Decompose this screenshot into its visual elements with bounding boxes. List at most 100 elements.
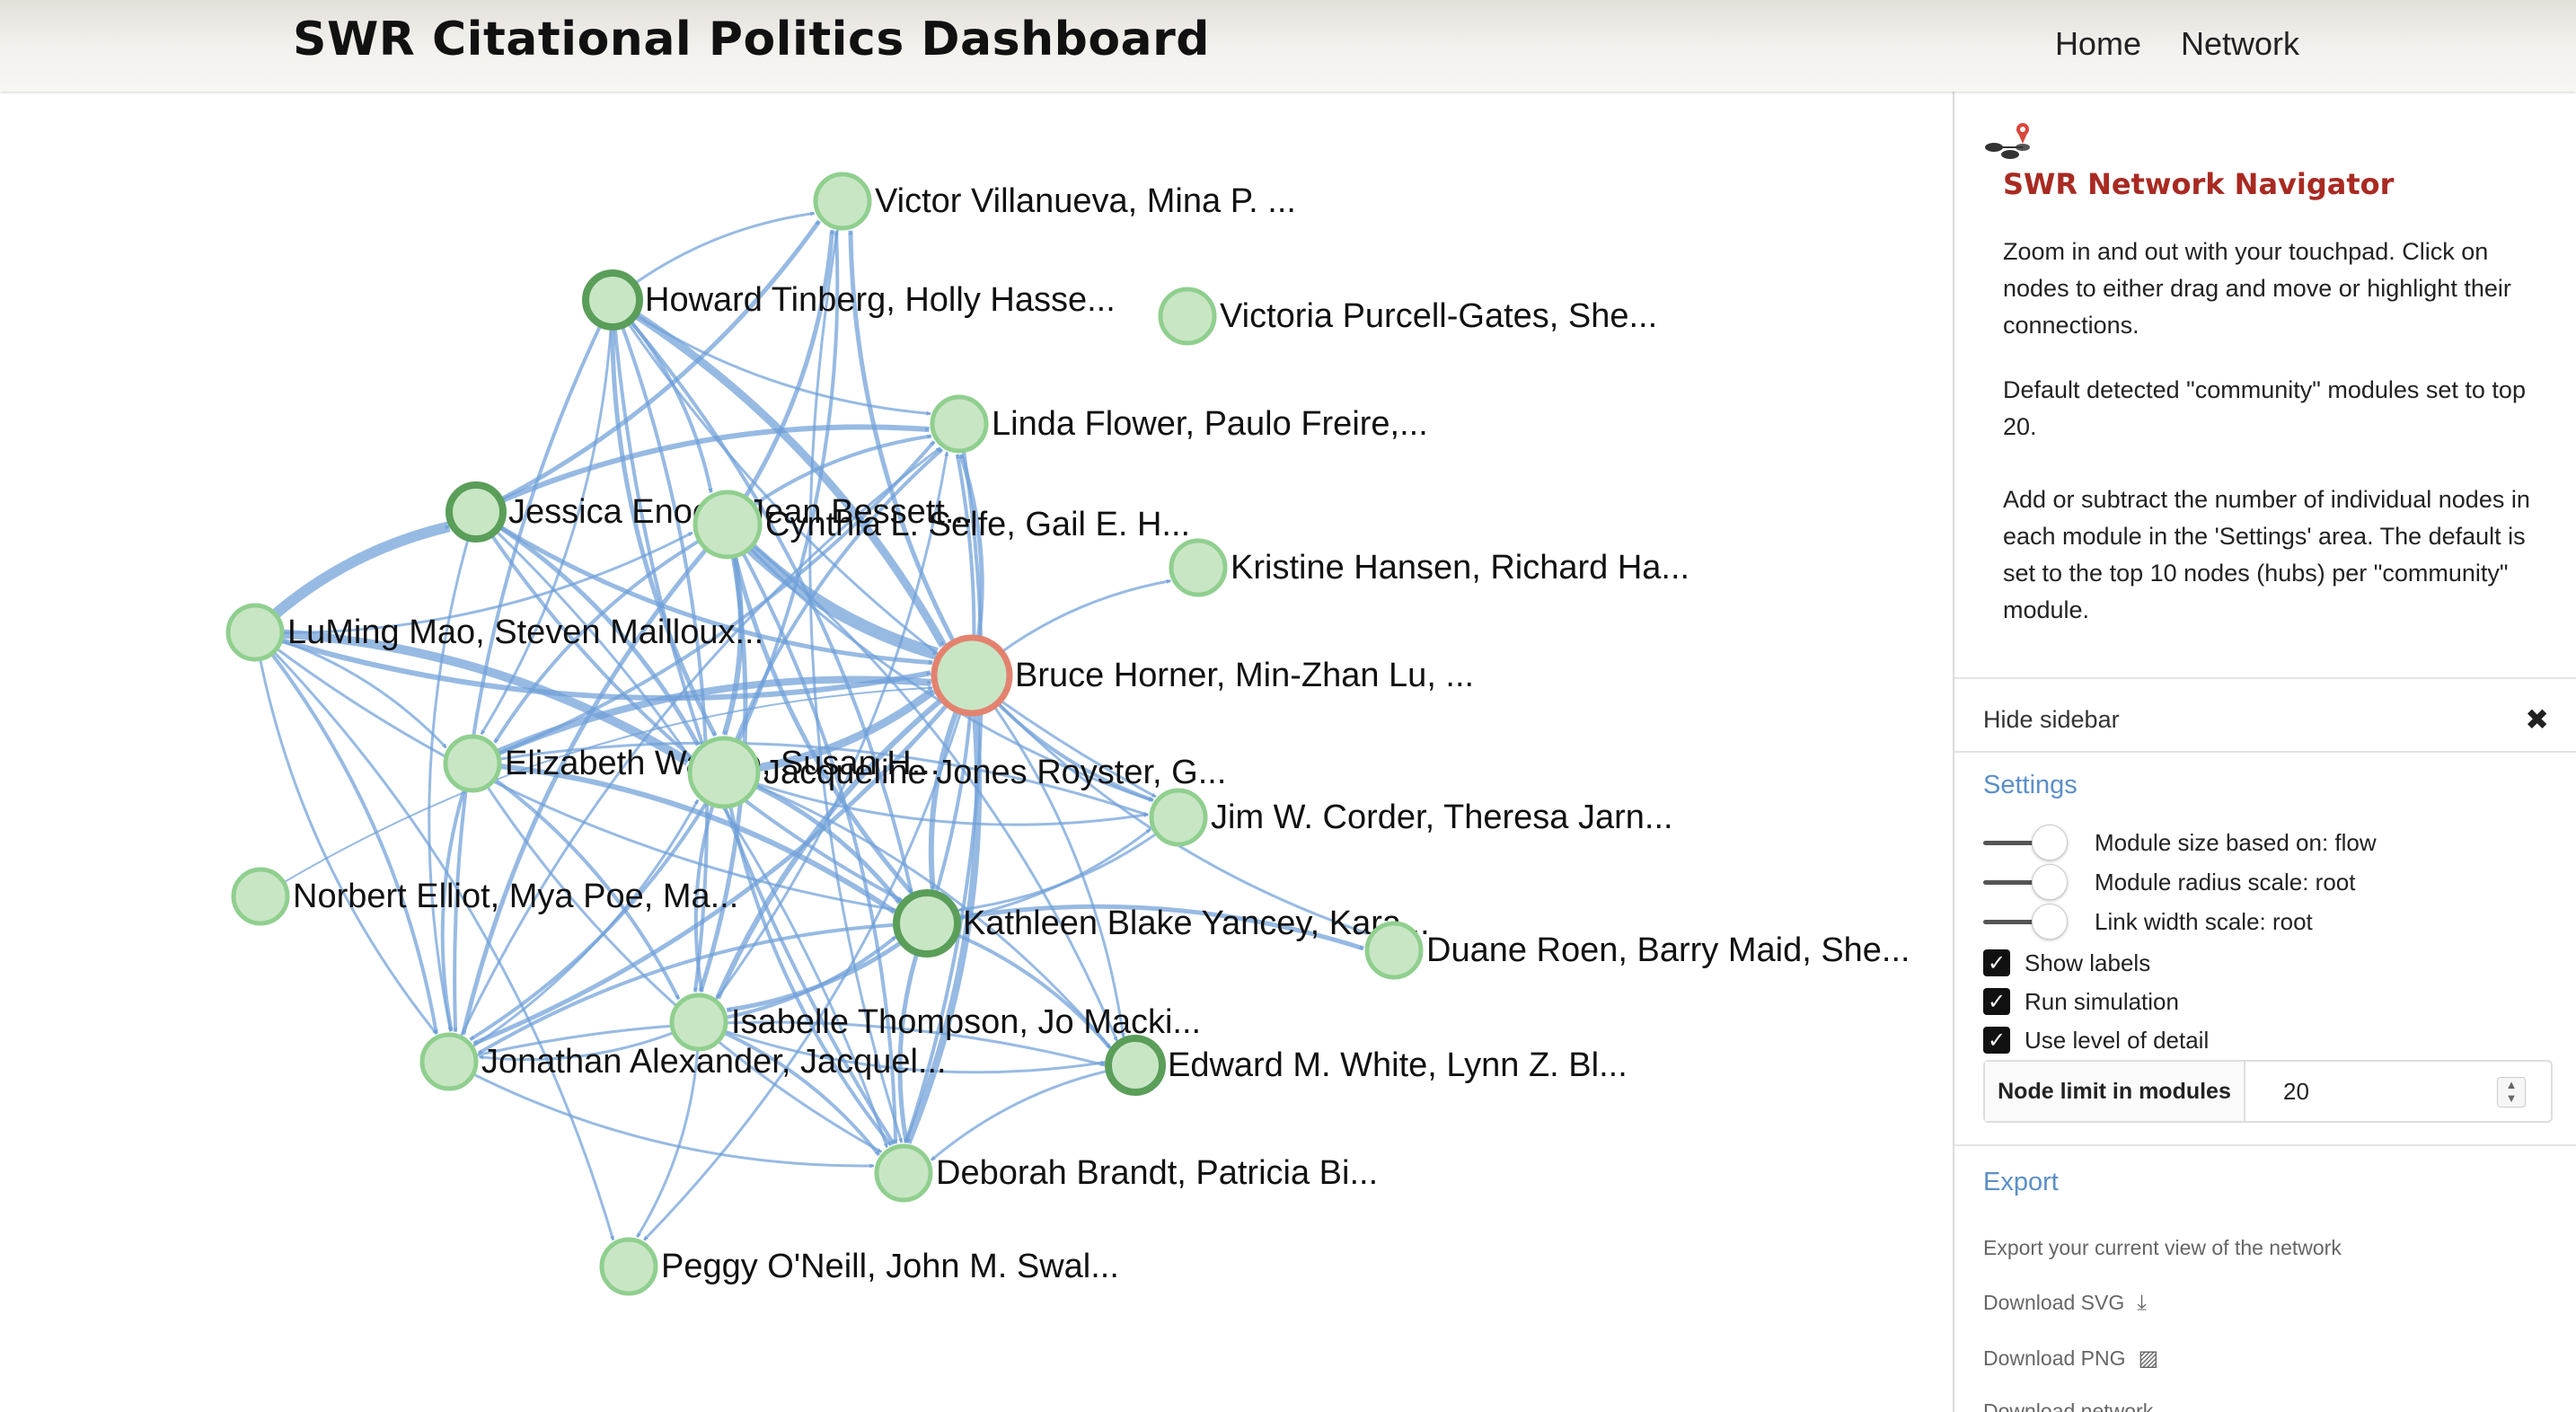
node-circle[interactable] bbox=[693, 490, 763, 560]
module-radius-slider[interactable] bbox=[1983, 864, 2071, 900]
node-selfe[interactable]: Cynthia L. Selfe, Gail E. H... bbox=[693, 490, 1190, 560]
node-horner[interactable]: Bruce Horner, Min-Zhan Lu, ... bbox=[931, 634, 1474, 717]
link-selfe-brandt bbox=[726, 524, 898, 1144]
node-roen[interactable]: Duane Roen, Barry Maid, She... bbox=[1364, 921, 1910, 980]
node-elliot[interactable]: Norbert Elliot, Mya Poe, Ma... bbox=[231, 867, 738, 926]
node-circle[interactable] bbox=[419, 1032, 479, 1091]
link-enoch-flower bbox=[474, 424, 931, 515]
link-enoch-horner bbox=[474, 509, 933, 666]
node-label: Kristine Hansen, Richard Ha... bbox=[1231, 549, 1689, 587]
show-labels-checkbox[interactable]: ✓ bbox=[1983, 949, 2010, 976]
link-alexander-brandt bbox=[448, 1060, 875, 1169]
node-circle[interactable] bbox=[930, 394, 989, 454]
node-oneill[interactable]: Peggy O'Neill, John M. Swal... bbox=[599, 1237, 1119, 1296]
run-simulation-label: Run simulation bbox=[2025, 987, 2179, 1015]
link-royster-brandt bbox=[722, 772, 893, 1147]
node-circle[interactable] bbox=[582, 269, 643, 331]
download-png-link[interactable]: Download PNG ▨ bbox=[1983, 1346, 2158, 1371]
nodes-layer: Victor Villanueva, Mina P. ... Howard Tin… bbox=[225, 172, 1910, 1296]
node-villanueva[interactable]: Victor Villanueva, Mina P. ... bbox=[813, 172, 1296, 231]
node-circle[interactable] bbox=[1364, 921, 1424, 980]
node-label: Kathleen Blake Yancey, Kara... bbox=[963, 905, 1430, 942]
node-circle[interactable] bbox=[225, 603, 285, 662]
node-circle[interactable] bbox=[931, 634, 1013, 717]
node-circle[interactable] bbox=[687, 736, 761, 809]
link-wardle-flower bbox=[472, 440, 936, 765]
export-description: Export your current view of the network bbox=[1983, 1236, 2342, 1259]
node-limit-value: 20 bbox=[2283, 1077, 2309, 1105]
node-royster[interactable]: Jacqueline Jones Royster, G... bbox=[687, 736, 1226, 809]
stepper-icon[interactable]: ▲▼ bbox=[2497, 1077, 2526, 1108]
node-limit-label: Node limit in modules bbox=[1985, 1062, 2245, 1121]
node-limit-input[interactable]: 20 ▲▼ bbox=[2245, 1062, 2551, 1121]
link-selfe-corder bbox=[726, 523, 1153, 802]
node-tinberg[interactable]: Howard Tinberg, Holly Hasse... bbox=[582, 269, 1116, 331]
module-radius-label: Module radius scale: root bbox=[2095, 868, 2356, 896]
node-circle[interactable] bbox=[1158, 287, 1217, 346]
link-mao-yancey bbox=[254, 631, 896, 912]
divider bbox=[1954, 677, 2576, 679]
download-svg-link[interactable]: Download SVG ⤓ bbox=[1983, 1290, 2147, 1315]
nav-home-link[interactable]: Home bbox=[2054, 25, 2141, 62]
node-hansen[interactable]: Kristine Hansen, Richard Ha... bbox=[1169, 538, 1689, 597]
node-circle[interactable] bbox=[1169, 538, 1228, 597]
module-size-slider[interactable] bbox=[1983, 825, 2071, 860]
level-of-detail-checkbox[interactable]: ✓ bbox=[1983, 1027, 2010, 1054]
download-icon: ⤓ bbox=[2137, 1290, 2147, 1315]
export-title: Export bbox=[1983, 1168, 2059, 1196]
node-circle[interactable] bbox=[1149, 788, 1208, 847]
node-label: Deborah Brandt, Patricia Bi... bbox=[936, 1154, 1378, 1192]
link-mao-royster bbox=[254, 628, 691, 766]
hide-sidebar-label: Hide sidebar bbox=[1983, 705, 2120, 733]
network-graph[interactable]: Victor Villanueva, Mina P. ... Howard Tin… bbox=[0, 92, 1951, 1412]
node-circle[interactable] bbox=[446, 481, 507, 543]
node-flower[interactable]: Linda Flower, Paulo Freire,... bbox=[930, 394, 1428, 454]
link-mao-alexander bbox=[253, 631, 438, 1035]
link-mao-oneill bbox=[253, 631, 615, 1241]
run-simulation-checkbox[interactable]: ✓ bbox=[1983, 988, 2010, 1015]
node-circle[interactable] bbox=[893, 889, 961, 958]
show-labels-label: Show labels bbox=[2025, 949, 2151, 976]
node-circle[interactable] bbox=[1105, 1035, 1166, 1096]
link-horner-oneill bbox=[642, 675, 974, 1241]
node-circle[interactable] bbox=[813, 172, 872, 231]
node-label: Howard Tinberg, Holly Hasse... bbox=[645, 281, 1116, 319]
node-alexander[interactable]: Jonathan Alexander, Jacquel... bbox=[419, 1032, 947, 1091]
link-horner-villanueva bbox=[848, 230, 975, 677]
link-yancey-alexander bbox=[477, 922, 928, 1055]
node-white[interactable]: Edward M. White, Lynn Z. Bl... bbox=[1105, 1035, 1628, 1096]
hide-sidebar-button[interactable]: Hide sidebar ✖ bbox=[1983, 697, 2549, 742]
node-purcell[interactable]: Victoria Purcell-Gates, She... bbox=[1158, 287, 1657, 346]
node-circle[interactable] bbox=[443, 734, 502, 793]
link-villanueva-brandt bbox=[808, 200, 904, 1143]
link-width-slider[interactable] bbox=[1983, 904, 2071, 940]
image-icon: ▨ bbox=[2138, 1346, 2159, 1371]
node-mao[interactable]: LuMing Mao, Steven Mailloux... bbox=[225, 603, 763, 662]
level-of-detail-row: ✓ Use level of detail bbox=[1983, 1024, 2209, 1056]
close-icon[interactable]: ✖ bbox=[2525, 702, 2549, 737]
node-yancey[interactable]: Kathleen Blake Yancey, Kara... bbox=[893, 889, 1430, 958]
node-circle[interactable] bbox=[669, 993, 728, 1052]
node-label: Norbert Elliot, Mya Poe, Ma... bbox=[293, 878, 738, 915]
link-flower-brandt bbox=[904, 423, 984, 1143]
link-tinberg-alexander bbox=[453, 299, 614, 1033]
download-network-link[interactable]: Download network bbox=[1983, 1399, 2153, 1412]
node-circle[interactable] bbox=[874, 1143, 933, 1203]
nav-network-link[interactable]: Network bbox=[2180, 25, 2299, 62]
link-royster-villanueva bbox=[722, 230, 840, 773]
node-brandt[interactable]: Deborah Brandt, Patricia Bi... bbox=[874, 1143, 1378, 1203]
network-navigator-sidebar: SWR Network Navigator Zoom in and out wi… bbox=[1953, 92, 2576, 1412]
link-royster-flower bbox=[722, 447, 944, 773]
link-selfe-wardle bbox=[493, 523, 728, 744]
node-circle[interactable] bbox=[231, 867, 290, 926]
link-wardle-thompson bbox=[471, 762, 681, 1001]
run-simulation-row: ✓ Run simulation bbox=[1983, 985, 2179, 1018]
node-circle[interactable] bbox=[599, 1237, 658, 1296]
node-thompson[interactable]: Isabelle Thompson, Jo Macki... bbox=[669, 993, 1201, 1052]
level-of-detail-label: Use level of detail bbox=[2025, 1026, 2210, 1054]
link-alexander-flower bbox=[447, 446, 941, 1063]
show-labels-row: ✓ Show labels bbox=[1983, 947, 2150, 979]
node-corder[interactable]: Jim W. Corder, Theresa Jarn... bbox=[1149, 788, 1673, 847]
link-thompson-white bbox=[698, 1020, 1106, 1074]
link-width-slider-row: Link width scale: root bbox=[1983, 904, 2313, 940]
